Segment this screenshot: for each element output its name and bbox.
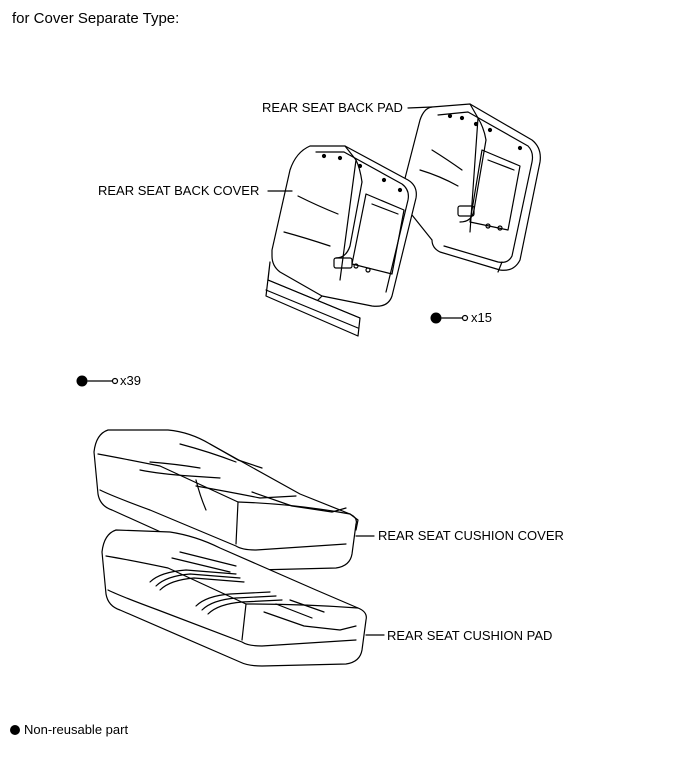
rear-seat-cushion-pad-drawing [101, 529, 367, 667]
hog-ring-symbol-back [430, 312, 469, 324]
quantity-back-hog-rings: x15 [471, 310, 492, 325]
quantity-cushion-hog-rings: x39 [120, 373, 141, 388]
rear-seat-cushion-cover-drawing [93, 429, 359, 571]
page-title: for Cover Separate Type: [12, 10, 180, 27]
legend-non-reusable-label: Non-reusable part [24, 722, 129, 737]
rear-seat-back-pad-drawing [400, 103, 541, 273]
rear-seat-back-cover-drawing [265, 145, 417, 337]
callout-rear-seat-cushion-pad: REAR SEAT CUSHION PAD [387, 628, 553, 643]
leader-back-pad [407, 106, 433, 109]
legend: Non-reusable part [10, 722, 128, 738]
hog-ring-symbol-cushion [76, 375, 119, 387]
non-reusable-dot-icon [10, 725, 20, 735]
callout-rear-seat-back-cover: REAR SEAT BACK COVER [98, 183, 260, 198]
callout-rear-seat-cushion-cover: REAR SEAT CUSHION COVER [378, 528, 564, 543]
callout-rear-seat-back-pad: REAR SEAT BACK PAD [262, 100, 403, 115]
